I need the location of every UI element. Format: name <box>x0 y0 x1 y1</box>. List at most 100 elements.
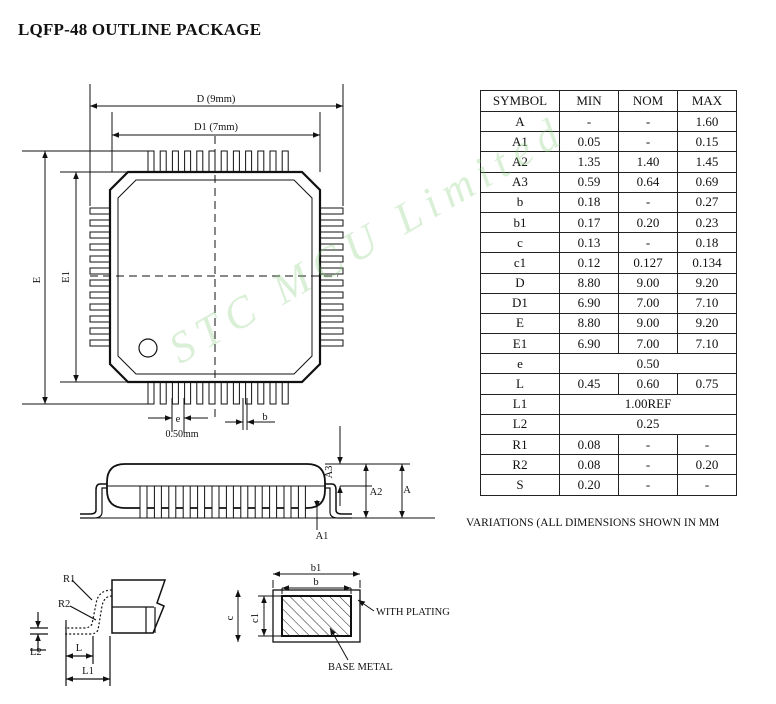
lead <box>245 150 253 173</box>
lead <box>208 150 216 173</box>
leads-bottom <box>147 381 289 405</box>
table-cell: 9.20 <box>677 312 737 335</box>
lead <box>153 485 162 519</box>
lead <box>225 485 234 519</box>
table-cell: 1.60 <box>677 110 737 133</box>
header-symbol: SYMBOL <box>480 90 560 112</box>
table-cell: R1 <box>480 433 560 456</box>
label-R2: R2 <box>58 599 70 610</box>
label-c1: c1 <box>250 613 261 623</box>
table-cell: 0.08 <box>559 454 619 476</box>
lead <box>89 303 111 311</box>
dimension-D <box>89 84 344 206</box>
label-L1: L1 <box>82 666 94 677</box>
lead <box>319 219 344 227</box>
label-D1: D1 (7mm) <box>194 122 239 133</box>
table-cell: R2 <box>480 454 560 476</box>
label-L: L <box>76 643 82 654</box>
table-cell: D1 <box>480 292 560 314</box>
table-cell: 7.10 <box>677 292 737 314</box>
table-cell: 0.18 <box>559 191 619 213</box>
table-cell: 6.90 <box>559 292 619 314</box>
lead <box>89 207 111 215</box>
lead <box>319 255 344 263</box>
lead <box>319 231 344 239</box>
table-cell: L <box>480 373 560 395</box>
lead <box>319 267 344 275</box>
label-c: c <box>225 615 236 620</box>
table-cell-merged: 0.25 <box>559 413 737 436</box>
lead <box>269 381 277 405</box>
lead <box>281 150 289 173</box>
table-cell: 0.17 <box>559 211 619 234</box>
dimension-e <box>148 398 208 432</box>
table-cell: - <box>677 474 737 496</box>
pin1-marker <box>138 338 158 358</box>
lead <box>319 207 344 215</box>
lead <box>159 150 167 173</box>
lead <box>232 381 240 405</box>
lead <box>232 150 240 173</box>
label-b: b <box>262 412 267 423</box>
lead <box>197 485 206 519</box>
lead <box>319 291 344 299</box>
lead <box>319 339 344 347</box>
table-cell: 0.64 <box>618 171 678 193</box>
leads-top <box>147 150 289 173</box>
table-cell: - <box>677 433 737 456</box>
table-cell: - <box>618 110 678 133</box>
top-view <box>89 136 344 418</box>
lead <box>211 485 220 519</box>
table-cell: 6.90 <box>559 333 619 355</box>
label-A2: A2 <box>370 487 383 498</box>
package-body-inner <box>117 179 313 375</box>
table-cell: E <box>480 312 560 335</box>
lead <box>257 150 265 173</box>
table-cell: 0.27 <box>677 191 737 213</box>
lead <box>89 339 111 347</box>
lead <box>89 255 111 263</box>
label-A: A <box>403 485 411 496</box>
lead <box>147 381 155 405</box>
table-cell: - <box>559 110 619 133</box>
table-cell: 0.20 <box>559 474 619 496</box>
table-cell: E1 <box>480 333 560 355</box>
label-pitch: 0.50mm <box>165 429 198 440</box>
lead <box>89 231 111 239</box>
table-cell: 0.12 <box>559 252 619 274</box>
table-cell: - <box>618 232 678 254</box>
table-cell: 7.00 <box>618 292 678 314</box>
dimension-E <box>22 150 148 405</box>
table-cell: A1 <box>480 131 560 153</box>
table-cell: 0.127 <box>618 252 678 274</box>
label-b1: b1 <box>311 563 322 574</box>
leads-right <box>319 207 344 347</box>
dimension-b <box>225 398 275 430</box>
table-cell: 0.15 <box>677 131 737 153</box>
lead <box>139 485 148 519</box>
table-cell: A <box>480 110 560 133</box>
lead <box>281 381 289 405</box>
table-cell: - <box>618 474 678 496</box>
table-cell: 9.00 <box>618 312 678 335</box>
table-cell: A2 <box>480 151 560 173</box>
label-D: D (9mm) <box>197 94 236 105</box>
leads-left <box>89 207 111 347</box>
table-cell: 0.75 <box>677 373 737 395</box>
table-cell: L2 <box>480 413 560 436</box>
dimension-E1 <box>60 171 128 383</box>
table-cell: 0.45 <box>559 373 619 395</box>
